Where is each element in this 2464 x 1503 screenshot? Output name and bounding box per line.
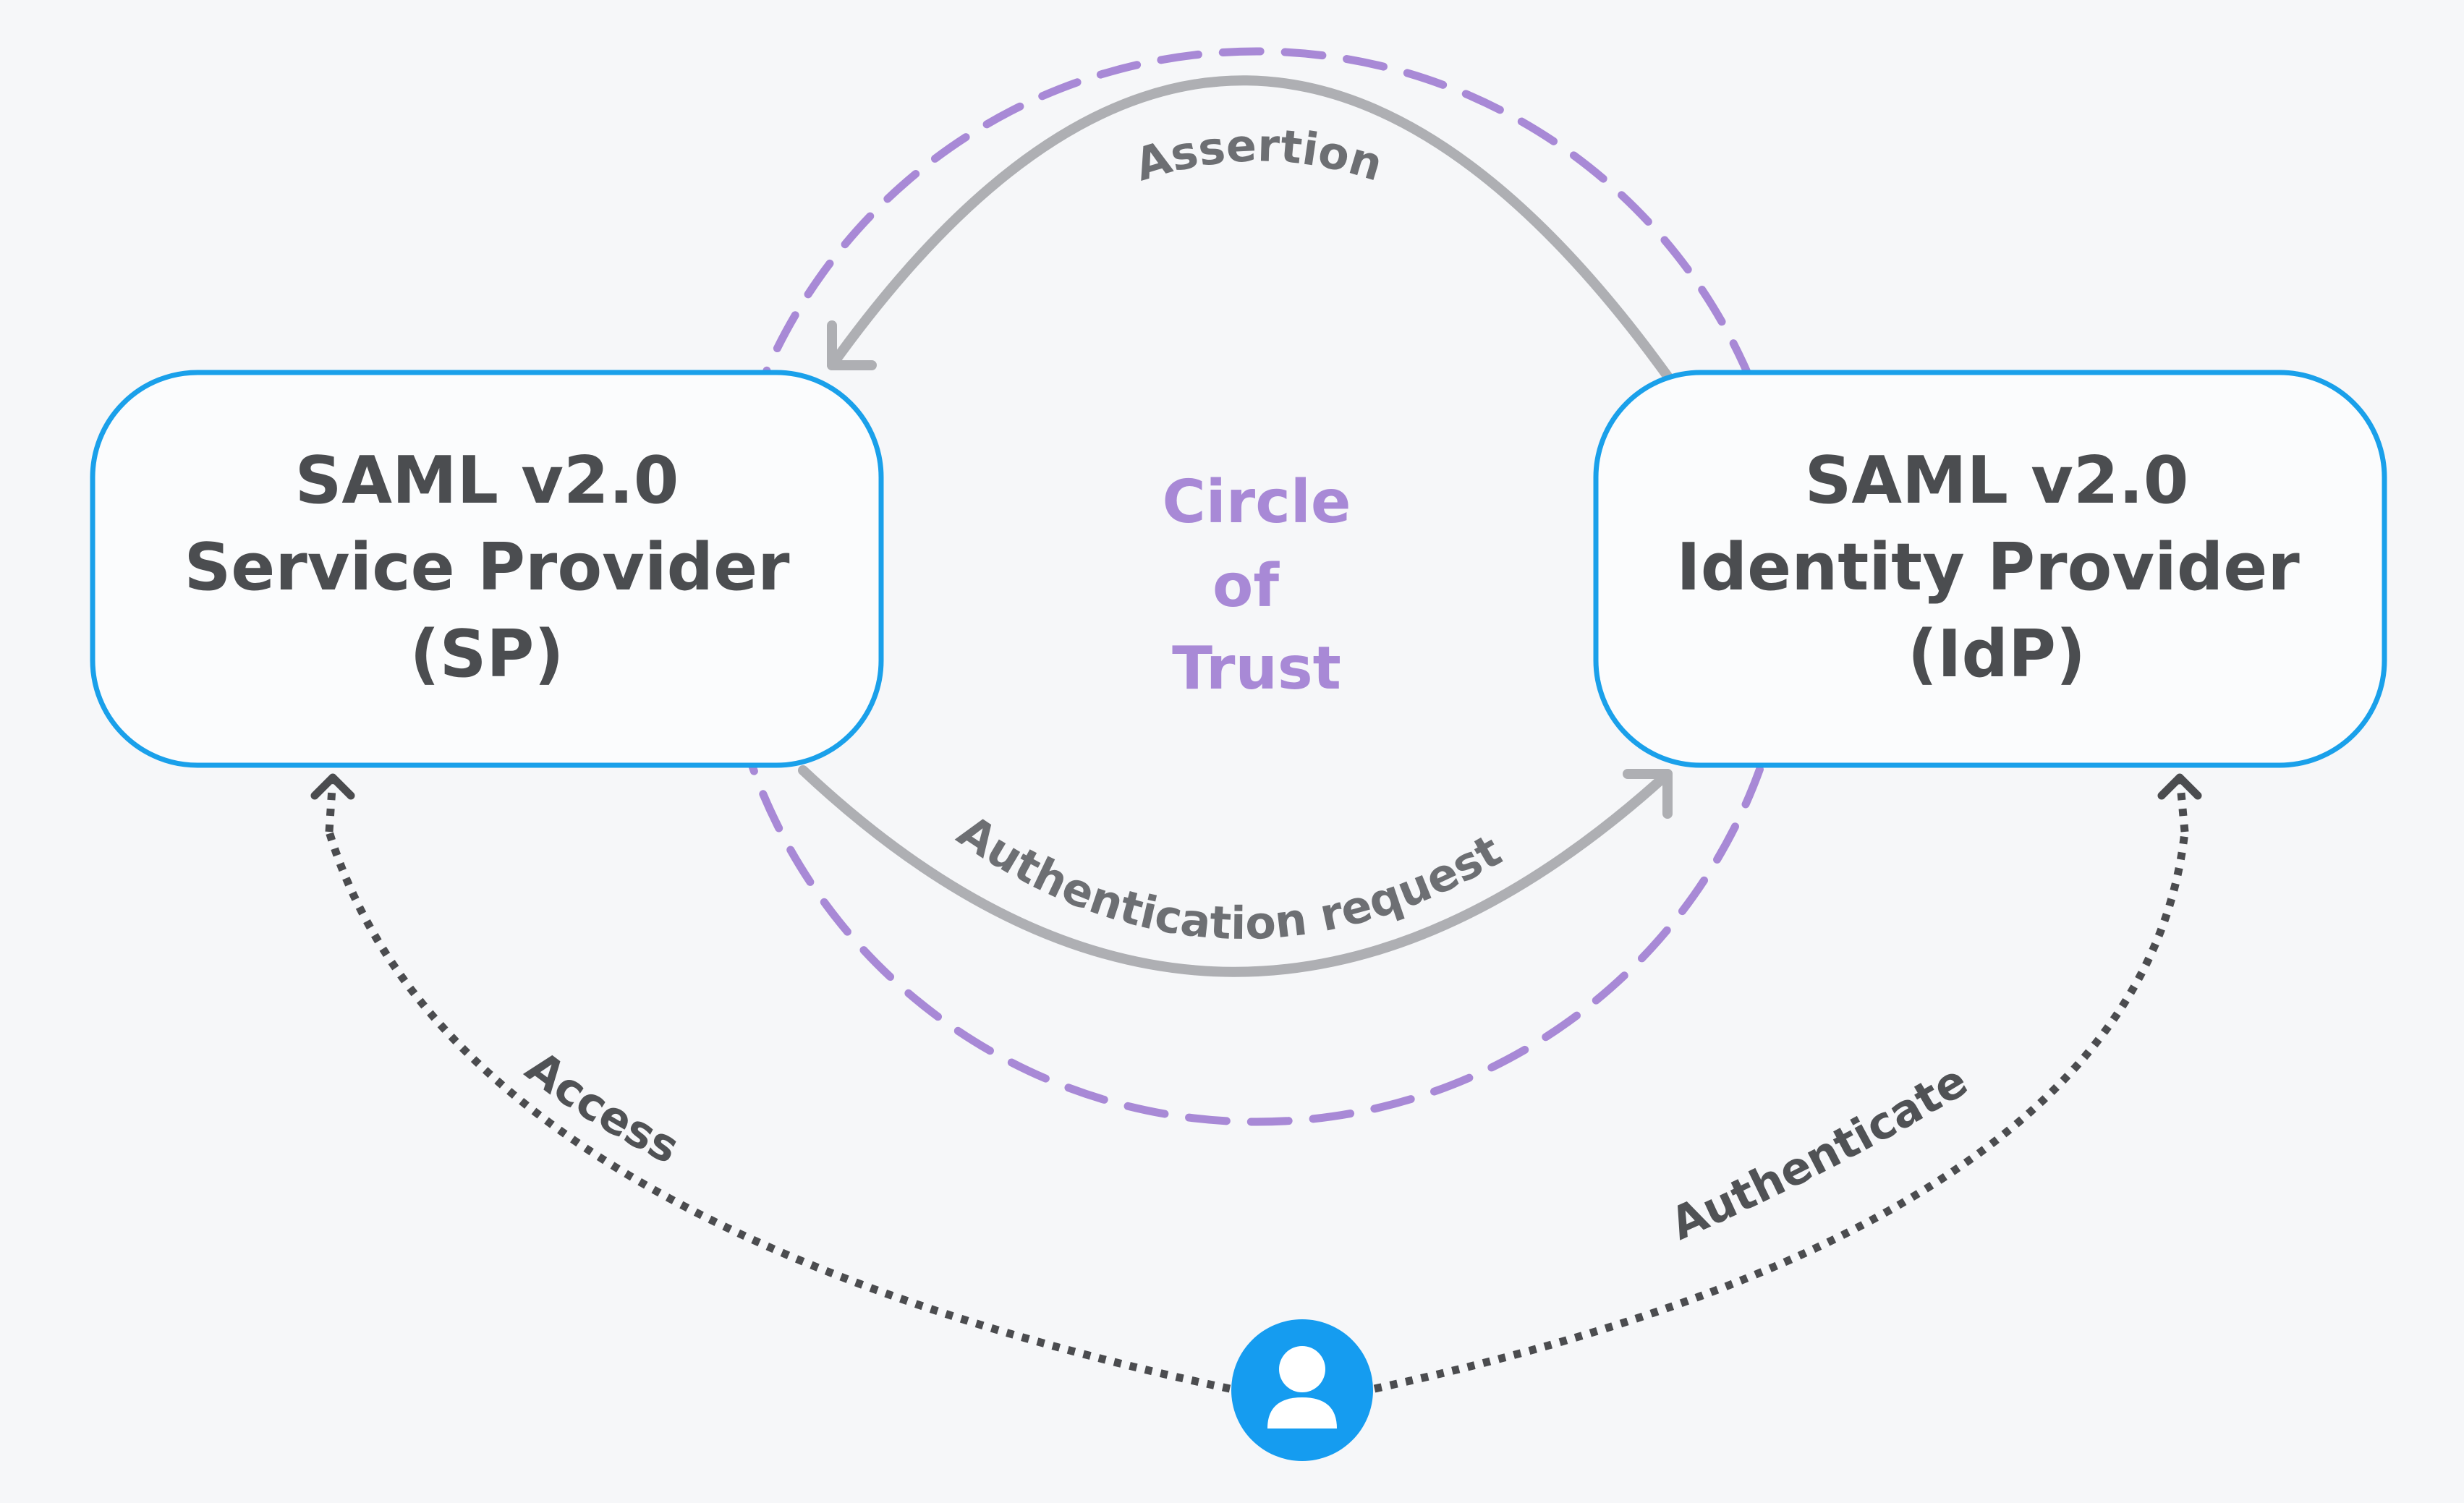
service-provider-box: SAML v2.0 Service Provider (SP) [90, 370, 884, 768]
assertion-arrow [827, 75, 1673, 381]
idp-title-line2: Identity Provider [1676, 529, 2300, 605]
idp-title-line1: SAML v2.0 [1805, 443, 2189, 519]
idp-title-line3: (IdP) [1908, 616, 2086, 692]
user-icon [1231, 1319, 1373, 1461]
access-arrow [310, 773, 1231, 1393]
assertion-label-text: Assertion [1129, 119, 1388, 191]
circle-of-trust-line1: Circle [1162, 468, 1351, 537]
identity-provider-box: SAML v2.0 Identity Provider (IdP) [1593, 370, 2387, 768]
sp-title-line1: SAML v2.0 [295, 443, 679, 519]
authenticate-arrow [1373, 773, 2202, 1393]
sp-title-line2: Service Provider [184, 529, 790, 605]
circle-of-trust-line2: of [1212, 552, 1280, 621]
access-label-text: Access [517, 1040, 688, 1174]
authentication-request-arrow [798, 765, 1673, 977]
sp-title-line3: (SP) [409, 616, 564, 692]
circle-of-trust-line3: Trust [1172, 634, 1341, 703]
authenticate-label-text: Authenticate [1662, 1054, 1976, 1251]
assertion-label: Assertion [1129, 119, 1388, 191]
circle-of-trust-label: Circle of Trust [1162, 468, 1351, 703]
access-label: Access [517, 1040, 688, 1174]
authenticate-label: Authenticate [1662, 1054, 1976, 1251]
